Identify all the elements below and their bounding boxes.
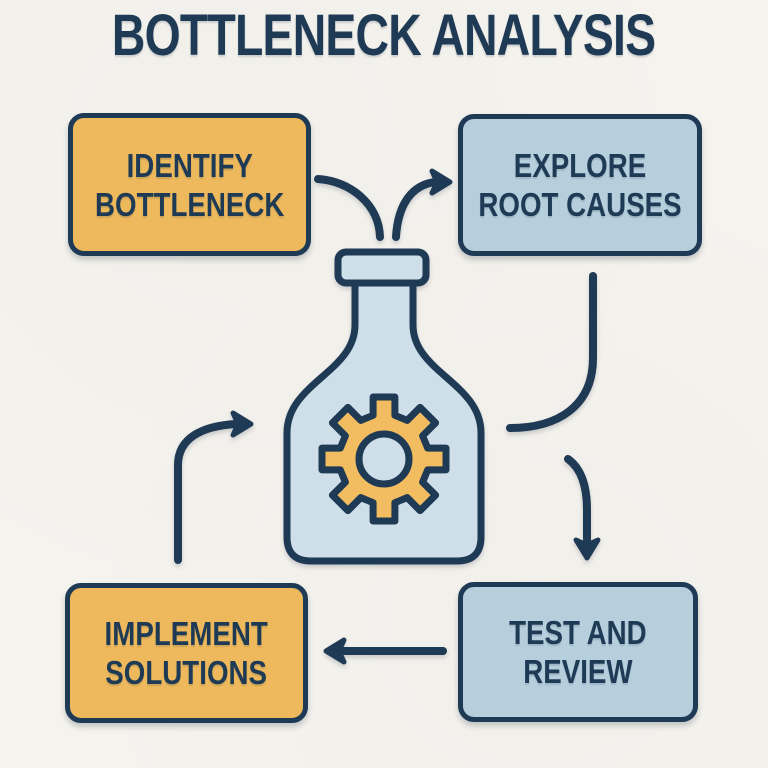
gear-icon [318,393,450,525]
node-label-line2: BOTTLENECK [94,185,285,223]
gear-hole [355,430,413,488]
arrow-into-test-curve [564,455,591,546]
arrow-identify-out-curve [314,175,384,241]
node-test-and-review: TEST AND REVIEW [458,582,698,722]
arrow-explore-down-curve [506,272,597,432]
node-label: IMPLEMENT SOLUTIONS [105,614,268,692]
page-title-text: BOTTLENECK ANALYSIS [112,3,656,68]
node-identify-bottleneck: IDENTIFY BOTTLENECK [68,113,311,256]
node-label-line2: ROOT CAUSES [478,186,682,223]
node-label: EXPLORE ROOT CAUSES [478,146,681,224]
node-implement-solutions: IMPLEMENT SOLUTIONS [65,583,308,723]
arrowhead-into-test [573,537,601,561]
arrowhead-into-implement [323,637,347,665]
node-label-line2: REVIEW [523,653,633,690]
node-label-line1: IMPLEMENT [104,615,269,652]
node-label: IDENTIFY BOTTLENECK [95,146,284,224]
node-explore-root-causes: EXPLORE ROOT CAUSES [458,114,702,256]
page-title: BOTTLENECK ANALYSIS [0,4,768,68]
arrowhead-toward-bottle [230,410,254,438]
node-label-line2: SOLUTIONS [105,654,268,691]
arrow-implement-up-curve [174,420,240,564]
node-label-line1: IDENTIFY [126,146,253,184]
arrow-into-explore-curve [392,178,439,241]
node-label-line1: TEST AND [509,614,647,651]
node-label-line1: EXPLORE [513,147,647,184]
arrowhead-into-explore [429,168,453,196]
node-label: TEST AND REVIEW [509,613,647,691]
bottle-cap [334,248,430,287]
